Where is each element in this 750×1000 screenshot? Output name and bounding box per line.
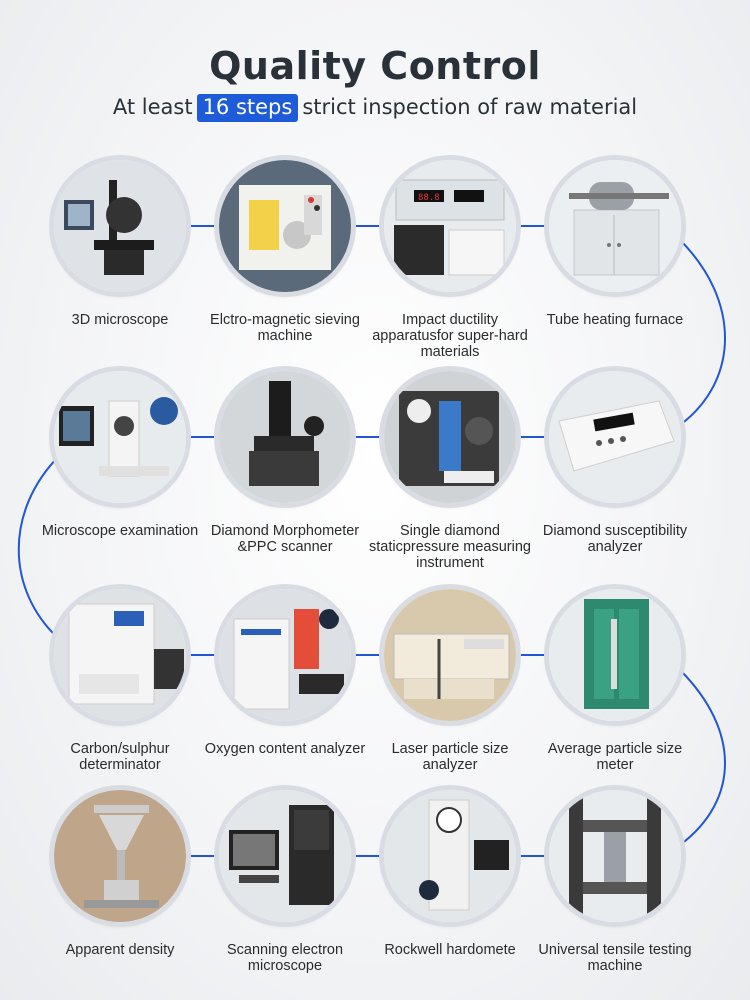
item-label: Rockwell hardomete	[384, 942, 516, 958]
furnace-icon	[549, 160, 681, 292]
inspection-item-carbon-sulphur: Carbon/sulphur determinator	[35, 589, 205, 773]
cabinet-icon	[549, 589, 681, 721]
item-label: Diamond susceptibility analyzer	[542, 523, 688, 555]
inspection-item-laser-particle: Laser particle size analyzer	[365, 589, 535, 773]
subtitle-suffix: strict inspection of raw material	[302, 95, 638, 119]
item-label: Scanning electron microscope	[226, 942, 344, 974]
item-label: Apparent density	[65, 942, 175, 958]
item-label: Microscope examination	[41, 523, 199, 539]
item-label: 3D microscope	[71, 312, 169, 328]
sieve-icon	[219, 160, 351, 292]
item-label: Tube heating furnace	[546, 312, 684, 328]
pressure-instrument-icon	[384, 371, 516, 503]
svg-text:88.8: 88.8	[418, 193, 440, 203]
item-label: Diamond Morphometer &PPC scanner	[210, 523, 360, 555]
inspection-item-microscope-examination: Microscope examination	[35, 371, 205, 539]
inspection-item-sem: Scanning electron microscope	[200, 790, 370, 974]
sem-icon	[219, 790, 351, 922]
item-label: Elctro-magnetic sieving machine	[210, 312, 360, 344]
item-label: Laser particle size analyzer	[391, 741, 509, 773]
subtitle-prefix: At least	[112, 95, 193, 119]
inspection-item-tensile: Universal tensile testing machine	[530, 790, 700, 974]
item-label: Oxygen content analyzer	[204, 741, 366, 757]
item-label: Single diamond staticpressure measuring …	[369, 523, 531, 571]
oxygen-analyzer-icon	[219, 589, 351, 721]
inspection-item-3d-microscope: 3D microscope	[35, 160, 205, 328]
page-title: Quality Control	[209, 44, 541, 88]
laser-analyzer-icon	[384, 589, 516, 721]
item-label: Average particle size meter	[547, 741, 683, 773]
inspection-item-oxygen-analyzer: Oxygen content analyzer	[200, 589, 370, 757]
item-label: Impact ductility apparatusfor super-hard…	[372, 312, 528, 360]
microscope-icon	[54, 371, 186, 503]
microscope-icon	[54, 160, 186, 292]
scanner-icon	[219, 371, 351, 503]
item-label: Carbon/sulphur determinator	[70, 741, 170, 773]
density-funnel-icon	[54, 790, 186, 922]
impact-tester-icon: 88.8	[384, 160, 516, 292]
hardness-tester-icon	[384, 790, 516, 922]
inspection-item-tube-furnace: Tube heating furnace	[530, 160, 700, 328]
inspection-item-susceptibility-analyzer: Diamond susceptibility analyzer	[530, 371, 700, 555]
item-label: Universal tensile testing machine	[538, 942, 692, 974]
determinator-icon	[54, 589, 186, 721]
inspection-item-apparent-density: Apparent density	[35, 790, 205, 958]
inspection-item-static-pressure: Single diamond staticpressure measuring …	[365, 371, 535, 571]
tensile-machine-icon	[549, 790, 681, 922]
inspection-item-avg-particle: Average particle size meter	[530, 589, 700, 773]
inspection-item-morphometer: Diamond Morphometer &PPC scanner	[200, 371, 370, 555]
inspection-item-rockwell: Rockwell hardomete	[365, 790, 535, 958]
subtitle-highlight: 16 steps	[196, 94, 299, 122]
inspection-item-impact-ductility: 88.8 Impact ductility apparatusfor super…	[365, 160, 535, 360]
inspection-item-sieving-machine: Elctro-magnetic sieving machine	[200, 160, 370, 344]
analyzer-icon	[549, 371, 681, 503]
